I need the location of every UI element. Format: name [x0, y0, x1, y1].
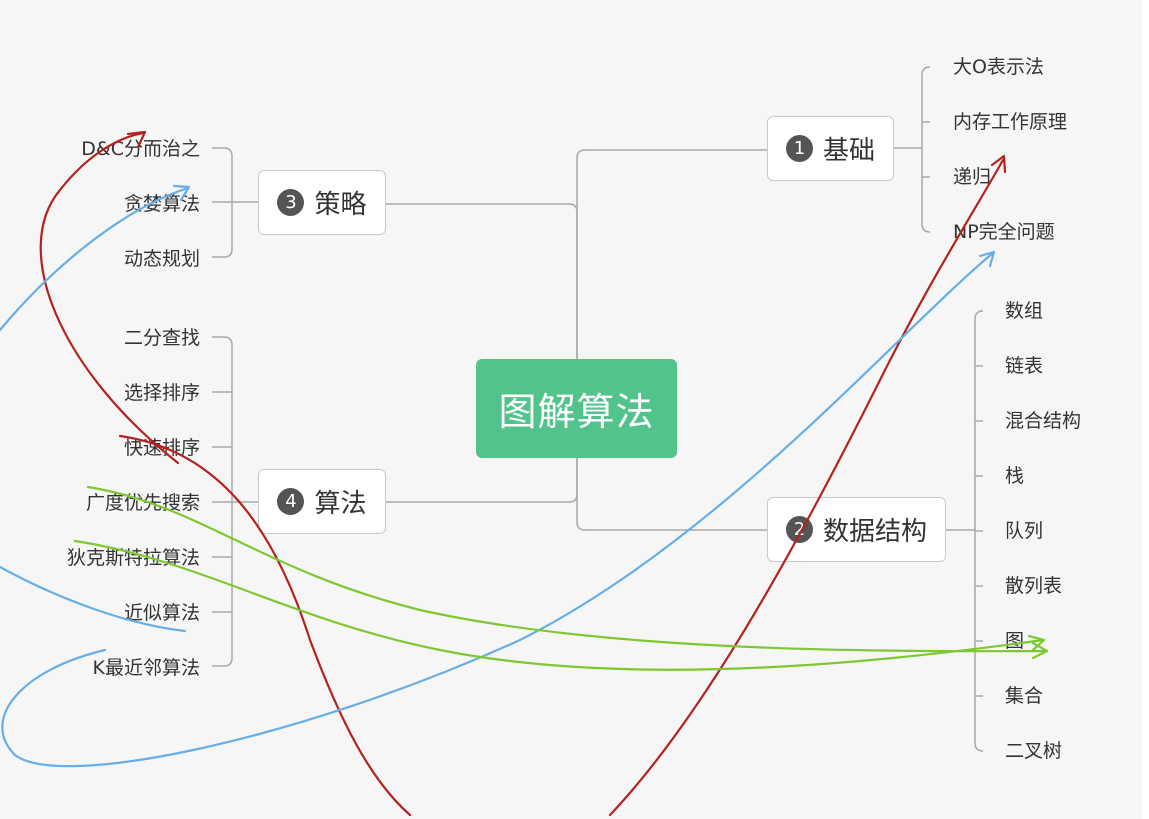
- red-arrow-head-1: [126, 130, 147, 149]
- green-arrow-dijkstra: [73, 539, 1045, 671]
- topic-algorithms[interactable]: 4 算法: [258, 469, 386, 534]
- green-arrow-head-2: [1027, 634, 1046, 652]
- blue-arrow-greedy: [0, 186, 190, 332]
- number-badge: 3: [277, 189, 305, 216]
- red-arrow-recursion: [608, 158, 1005, 817]
- leaf-knn[interactable]: K最近邻算法: [92, 657, 200, 679]
- leaf-divide-conquer[interactable]: D&C分而治之: [81, 138, 200, 160]
- leaf-dynamic-programming[interactable]: 动态规划: [123, 248, 200, 270]
- red-arrow-quicksort: [118, 434, 412, 817]
- green-arrow-bfs: [86, 485, 1047, 653]
- leaf-set[interactable]: 集合: [1005, 685, 1044, 707]
- root-topic-label: 图解算法: [498, 390, 655, 434]
- leaf-binary-tree[interactable]: 二叉树: [1005, 740, 1063, 762]
- leaf-selection-sort[interactable]: 选择排序: [123, 382, 200, 404]
- number-badge: 1: [785, 135, 813, 162]
- leaf-graph[interactable]: 图: [1005, 630, 1025, 652]
- leaf-hybrid[interactable]: 混合结构: [1005, 410, 1082, 432]
- leaf-recursion[interactable]: 递归: [953, 166, 992, 188]
- blue-arrow-head-1: [172, 184, 191, 202]
- topic-data-structures-label: 数据结构: [822, 517, 927, 547]
- red-arrow-divide-conquer: [39, 131, 180, 465]
- red-arrow-head-2: [990, 154, 1007, 174]
- blue-arrow-approximation: [0, 565, 187, 633]
- leaf-approximation[interactable]: 近似算法: [123, 602, 200, 624]
- leaf-linked-list[interactable]: 链表: [1005, 355, 1044, 377]
- topic-algorithms-label: 算法: [314, 489, 367, 519]
- leaf-bfs[interactable]: 广度优先搜索: [85, 492, 200, 514]
- leaf-queue[interactable]: 队列: [1005, 520, 1044, 542]
- leaf-np-complete[interactable]: NP完全问题: [953, 221, 1055, 243]
- leaf-array[interactable]: 数组: [1005, 300, 1044, 322]
- root-topic[interactable]: 图解算法: [476, 359, 677, 458]
- connector-root-basics: [576, 149, 767, 359]
- leaf-big-o[interactable]: 大O表示法: [953, 56, 1044, 78]
- number-badge: 2: [785, 516, 813, 543]
- topic-strategies-label: 策略: [314, 190, 367, 220]
- blue-arrow-np: [1, 251, 995, 768]
- leaf-stack[interactable]: 栈: [1005, 465, 1025, 487]
- topic-strategies[interactable]: 3 策略: [258, 170, 386, 235]
- connector-root-algorithms: [386, 458, 578, 503]
- topic-basics-label: 基础: [822, 136, 875, 166]
- leaf-quicksort[interactable]: 快速排序: [123, 437, 200, 459]
- connector-root-datastructures: [576, 458, 767, 531]
- connector-root-strategies: [386, 203, 578, 359]
- topic-data-structures[interactable]: 2 数据结构: [767, 497, 946, 562]
- leaf-memory[interactable]: 内存工作原理: [953, 111, 1068, 133]
- number-badge: 4: [277, 488, 305, 515]
- leaf-hash-table[interactable]: 散列表: [1005, 575, 1063, 597]
- leaf-binary-search[interactable]: 二分查找: [123, 327, 200, 349]
- topic-basics[interactable]: 1 基础: [767, 116, 894, 181]
- blue-arrow-head-2: [978, 250, 996, 268]
